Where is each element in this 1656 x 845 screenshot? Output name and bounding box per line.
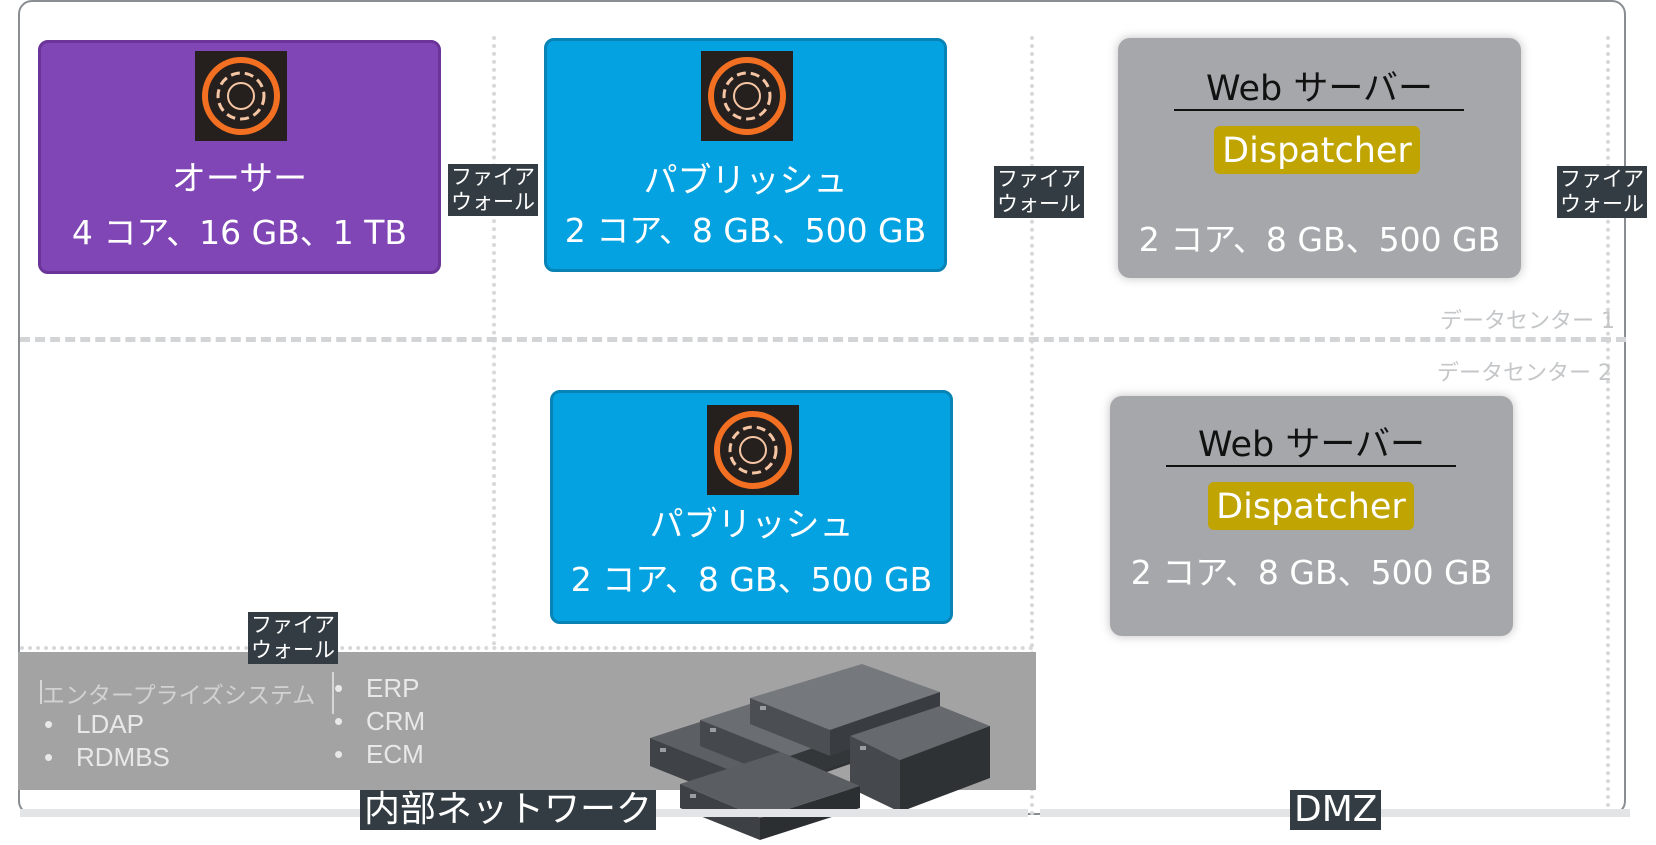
webserver-1: Web サーバー Dispatcher 2 コア、8 GB、500 GB: [1118, 38, 1521, 278]
webserver-1-underline: [1174, 109, 1464, 111]
webserver-1-dispatcher-badge: Dispatcher: [1214, 126, 1420, 174]
webserver-2-title: Web サーバー: [1197, 425, 1426, 465]
firewall-label-3: ファイア ウォール: [1557, 166, 1647, 218]
firewall-label-line1: ファイア: [251, 613, 335, 637]
enterprise-left-list: LDAP RDMBS: [38, 708, 170, 774]
webserver-2-dispatcher-badge: Dispatcher: [1208, 482, 1414, 530]
author-spec-label: 4 コア、16 GB、1 TB: [71, 213, 408, 252]
firewall-label-line1: ファイア: [451, 165, 535, 189]
internal-network-divider: [20, 646, 1034, 650]
publish-instance-2: パブリッシュ 2 コア、8 GB、500 GB: [550, 390, 953, 624]
internal-network-label: 内部ネットワーク: [360, 790, 657, 830]
publish-instance-1: パブリッシュ 2 コア、8 GB、500 GB: [544, 38, 947, 272]
datacenter-1-label: データセンター 1: [1440, 309, 1615, 334]
firewall-divider-2: [1030, 36, 1034, 816]
dmz-label: DMZ: [1290, 790, 1382, 830]
list-item: ERP: [328, 672, 425, 705]
author-instance: オーサー 4 コア、16 GB、1 TB: [38, 40, 441, 274]
firewall-label-line2: ウォール: [1560, 192, 1644, 216]
adobe-experience-manager-icon: [195, 51, 287, 141]
webserver-2-underline: [1166, 465, 1456, 467]
firewall-label-1: ファイア ウォール: [448, 164, 538, 216]
webserver-1-title: Web サーバー: [1205, 69, 1434, 109]
enterprise-left-rule: [40, 680, 42, 704]
firewall-label-4: ファイア ウォール: [248, 612, 338, 664]
enterprise-right-list: ERP CRM ECM: [328, 672, 425, 771]
firewall-label-line1: ファイア: [1560, 167, 1644, 191]
datacenter-divider: [20, 337, 1626, 342]
webserver-2-spec-label: 2 コア、8 GB、500 GB: [1130, 553, 1493, 592]
adobe-experience-manager-icon: [707, 405, 799, 495]
list-item: RDMBS: [38, 741, 170, 774]
server-rack-icon: [650, 664, 990, 840]
firewall-label-2: ファイア ウォール: [994, 166, 1084, 218]
webserver-1-spec-label: 2 コア、8 GB、500 GB: [1138, 220, 1501, 259]
datacenter-2-label: データセンター 2: [1437, 361, 1612, 386]
firewall-label-line2: ウォール: [251, 638, 335, 662]
publish-2-spec-label: 2 コア、8 GB、500 GB: [570, 560, 933, 599]
author-role-label: オーサー: [171, 159, 308, 199]
publish-2-role-label: パブリッシュ: [649, 505, 854, 545]
publish-1-role-label: パブリッシュ: [643, 161, 848, 201]
firewall-label-line2: ウォール: [997, 192, 1081, 216]
enterprise-systems-title: エンタープライズシステム: [42, 683, 316, 709]
publish-1-spec-label: 2 コア、8 GB、500 GB: [564, 211, 927, 250]
adobe-experience-manager-icon: [701, 51, 793, 141]
webserver-2: Web サーバー Dispatcher 2 コア、8 GB、500 GB: [1110, 396, 1513, 636]
list-item: LDAP: [38, 708, 170, 741]
list-item: ECM: [328, 738, 425, 771]
firewall-label-line2: ウォール: [451, 190, 535, 214]
firewall-label-line1: ファイア: [997, 167, 1081, 191]
list-item: CRM: [328, 705, 425, 738]
firewall-divider-3: [1606, 36, 1610, 816]
